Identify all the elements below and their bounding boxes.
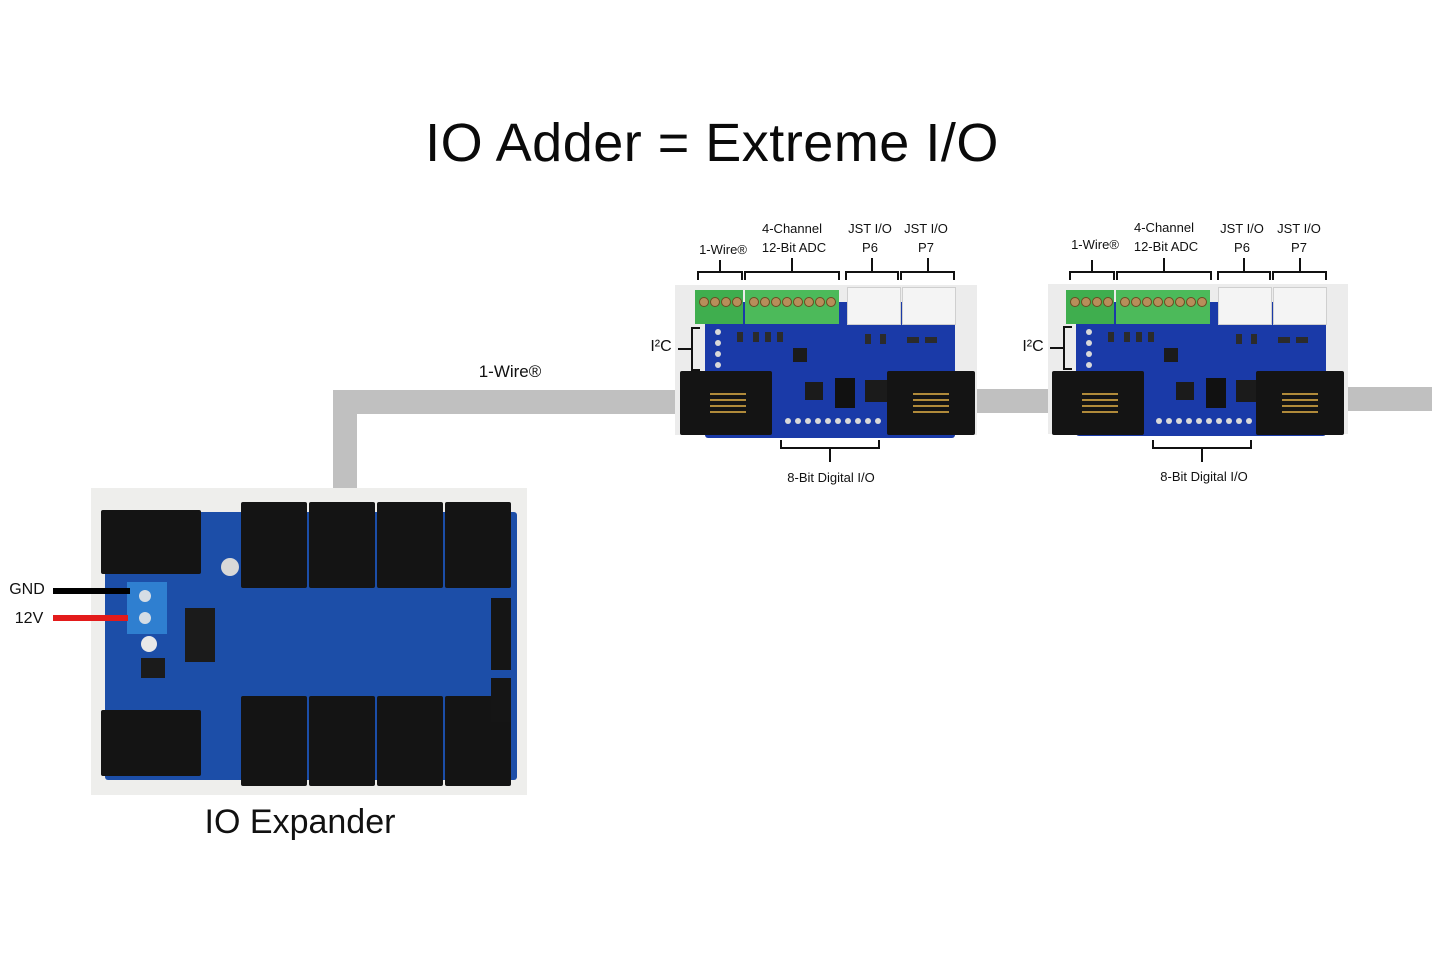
12v-wire <box>53 615 128 621</box>
bracket-digital-io <box>1152 440 1252 462</box>
label-jst-p7-line2: P7 <box>1291 240 1307 255</box>
bracket-i2c <box>678 327 700 371</box>
regulator <box>141 658 165 678</box>
bracket-adc <box>744 258 840 280</box>
rj-jack <box>309 696 375 786</box>
digital-io-header <box>783 416 883 426</box>
io-adder-board-2 <box>1048 282 1350 438</box>
diagram-title: IO Adder = Extreme I/O <box>425 113 999 173</box>
capacitor <box>141 636 157 652</box>
right-header <box>491 598 511 670</box>
label-adc-line1: 4-Channel <box>762 221 822 236</box>
io-expander-caption: IO Expander <box>204 803 396 841</box>
rj-jack <box>241 696 307 786</box>
adc-terminal-block <box>1116 290 1210 324</box>
label-jst-p6-line2: P6 <box>1234 240 1250 255</box>
main-ic <box>185 608 215 662</box>
label-jst-p6-line2: P6 <box>862 240 878 255</box>
rj-jack-out <box>1256 371 1344 435</box>
ic-chip <box>1236 380 1258 402</box>
jst-p7-connector <box>1273 287 1327 325</box>
cable-label-1-wire: 1-Wire® <box>478 362 542 381</box>
io-expander-board <box>91 488 527 795</box>
bracket-i2c <box>1050 326 1072 370</box>
label-adc-line2: 12-Bit ADC <box>761 240 827 255</box>
label-8-bit-digital-io: 8-Bit Digital I/O <box>1160 469 1248 484</box>
bracket-jst-p7 <box>900 258 955 280</box>
label-jst-p7-line1: JST I/O <box>1277 221 1321 236</box>
rj-jack-left-top <box>101 510 201 574</box>
bracket-jst-p6 <box>845 258 899 280</box>
label-8-bit-digital-io: 8-Bit Digital I/O <box>787 470 875 485</box>
label-adc-line2: 12-Bit ADC <box>1133 239 1199 254</box>
label-i2c: I²C <box>650 338 672 355</box>
jst-p6-connector <box>847 287 901 325</box>
rj-jack-in <box>680 371 772 435</box>
jst-p7-connector <box>902 287 956 325</box>
cable-to-adder-1 <box>333 390 688 414</box>
rj-jack <box>241 502 307 588</box>
bracket-1-wire <box>1069 260 1115 280</box>
bracket-1-wire <box>697 260 743 280</box>
label-1-wire: 1-Wire® <box>1071 237 1119 252</box>
adc-terminal-block <box>745 290 839 324</box>
jst-p6-connector <box>1218 287 1272 325</box>
digital-io-header <box>1154 416 1254 426</box>
gnd-label: GND <box>9 581 45 598</box>
cable-adder-1-to-adder-2 <box>962 389 1062 413</box>
rj-jack <box>445 502 511 588</box>
label-adc-line1: 4-Channel <box>1134 220 1194 235</box>
ic-chip <box>805 382 823 400</box>
cable-out-adder-2 <box>1336 387 1432 411</box>
gnd-wire <box>53 588 130 594</box>
bracket-adc <box>1116 258 1212 280</box>
i2c-header <box>713 327 723 369</box>
bracket-digital-io <box>780 440 880 462</box>
rj-jack <box>377 696 443 786</box>
right-header <box>491 678 511 722</box>
ic-chip <box>793 348 807 362</box>
io-adder-board-1 <box>675 282 977 438</box>
rj-jack-left-bottom <box>101 710 201 776</box>
one-wire-terminal-block <box>1066 290 1114 324</box>
label-jst-p6-line1: JST I/O <box>1220 221 1264 236</box>
rj-jack-in <box>1052 371 1144 435</box>
label-jst-p7-line1: JST I/O <box>904 221 948 236</box>
rj-jack <box>377 502 443 588</box>
jumper-block <box>835 378 855 408</box>
jumper-block <box>1206 378 1226 408</box>
ic-chip <box>865 380 887 402</box>
label-jst-p6-line1: JST I/O <box>848 221 892 236</box>
rj-jack <box>309 502 375 588</box>
capacitor <box>221 558 239 576</box>
12v-label: 12V <box>14 610 44 627</box>
label-1-wire: 1-Wire® <box>699 242 747 257</box>
ic-chip <box>1176 382 1194 400</box>
rj-jack-out <box>887 371 975 435</box>
label-i2c: I²C <box>1022 338 1044 355</box>
bracket-jst-p7 <box>1272 258 1327 280</box>
ic-chip <box>1164 348 1178 362</box>
i2c-header <box>1084 327 1094 369</box>
one-wire-terminal-block <box>695 290 743 324</box>
power-terminal-block <box>127 582 167 634</box>
label-jst-p7-line2: P7 <box>918 240 934 255</box>
bracket-jst-p6 <box>1217 258 1271 280</box>
